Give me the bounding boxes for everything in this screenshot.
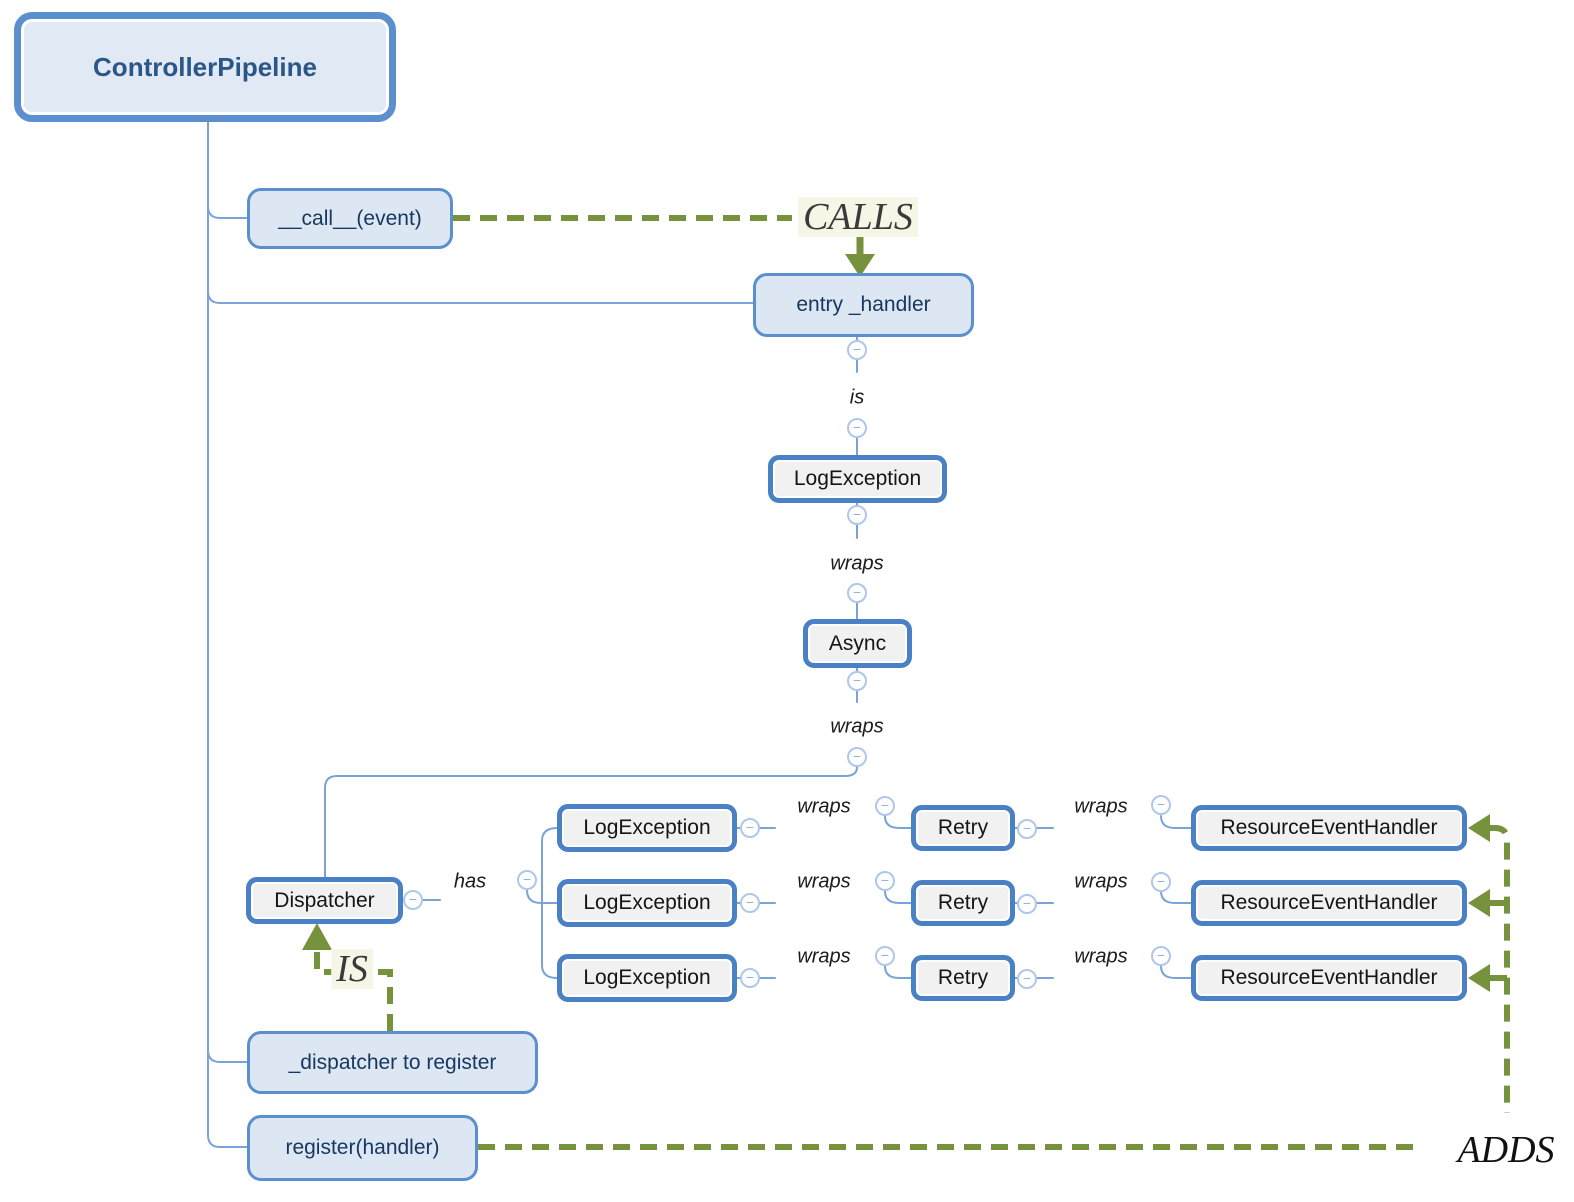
has-branch — [541, 827, 558, 979]
adds-vertical-dashed-line — [1490, 825, 1510, 1113]
collapse-toggle[interactable]: − — [1017, 894, 1037, 914]
has-stub — [526, 889, 558, 904]
edge-label-wraps: wraps — [830, 552, 884, 575]
relationship-label-is[interactable]: IS — [331, 949, 373, 989]
branch-entry-handler — [207, 290, 754, 304]
row-retry-node[interactable]: Retry — [911, 880, 1015, 926]
collapse-toggle[interactable]: − — [517, 870, 537, 890]
collapse-toggle[interactable]: − — [1017, 819, 1037, 839]
collapse-toggle[interactable]: − — [740, 893, 760, 913]
edge-label-wraps: wraps — [797, 870, 851, 893]
collapse-toggle[interactable]: − — [1151, 872, 1171, 892]
row-retry-node[interactable]: Retry — [911, 955, 1015, 1001]
root-node-controller-pipeline[interactable]: ControllerPipeline — [14, 12, 396, 122]
edge-label-wraps: wraps — [797, 945, 851, 968]
collapse-toggle[interactable]: − — [875, 871, 895, 891]
edge-label-wraps: wraps — [830, 715, 884, 738]
adds-arrowhead — [1468, 889, 1490, 917]
is-arrowhead — [302, 923, 332, 950]
relationship-label-adds[interactable]: ADDS — [1457, 1129, 1555, 1171]
calls-arrowhead — [845, 254, 875, 277]
edge-label-wraps: wraps — [1074, 870, 1128, 893]
row-log-exception-node[interactable]: LogException — [557, 804, 737, 852]
collapse-toggle[interactable]: − — [847, 418, 867, 438]
chain-to-dispatcher — [324, 766, 858, 878]
row-stub — [1160, 815, 1192, 829]
edge-label-wraps: wraps — [1074, 945, 1128, 968]
collapse-toggle[interactable]: − — [847, 671, 867, 691]
dispatcher-node[interactable]: Dispatcher — [246, 877, 403, 924]
register-handler-node[interactable]: register(handler) — [247, 1115, 478, 1181]
edge-label-wraps: wraps — [797, 795, 851, 818]
branch-call — [207, 205, 248, 219]
entry-handler-node[interactable]: entry _handler — [753, 273, 974, 337]
trunk-line — [207, 121, 248, 1148]
collapse-toggle[interactable]: − — [740, 968, 760, 988]
row-stub — [884, 890, 912, 904]
row-resource-event-handler-node[interactable]: ResourceEventHandler — [1191, 880, 1467, 926]
row-log-exception-node[interactable]: LogException — [557, 879, 737, 927]
collapse-toggle[interactable]: − — [847, 340, 867, 360]
edge-label-is: is — [849, 386, 865, 409]
call-event-node[interactable]: __call__(event) — [247, 188, 453, 249]
collapse-toggle[interactable]: − — [1151, 946, 1171, 966]
collapse-toggle[interactable]: − — [740, 818, 760, 838]
row-log-exception-node[interactable]: LogException — [557, 954, 737, 1002]
collapse-toggle[interactable]: − — [847, 505, 867, 525]
edge-label-wraps: wraps — [1074, 795, 1128, 818]
adds-arrowhead — [1468, 814, 1490, 842]
row-stub — [1160, 890, 1192, 904]
adds-arrowhead — [1468, 964, 1490, 992]
branch-dispatcher-field — [207, 1049, 248, 1063]
collapse-toggle[interactable]: − — [875, 946, 895, 966]
row-stub — [884, 815, 912, 829]
relationship-label-calls[interactable]: CALLS — [798, 197, 918, 237]
edge-label-has: has — [453, 870, 487, 893]
dispatcher-field-node[interactable]: _dispatcher to register — [247, 1031, 538, 1094]
collapse-toggle[interactable]: − — [875, 796, 895, 816]
collapse-toggle[interactable]: − — [847, 747, 867, 767]
collapse-toggle[interactable]: − — [847, 583, 867, 603]
collapse-toggle[interactable]: − — [1017, 969, 1037, 989]
collapse-toggle[interactable]: − — [1151, 795, 1171, 815]
calls-arrow-shaft — [856, 233, 864, 256]
row-stub — [884, 965, 912, 979]
row-stub — [1160, 965, 1192, 979]
async-node[interactable]: Async — [803, 619, 912, 668]
log-exception-node[interactable]: LogException — [768, 455, 947, 503]
row-resource-event-handler-node[interactable]: ResourceEventHandler — [1191, 955, 1467, 1001]
row-resource-event-handler-node[interactable]: ResourceEventHandler — [1191, 805, 1467, 851]
collapse-toggle[interactable]: − — [403, 890, 423, 910]
row-retry-node[interactable]: Retry — [911, 805, 1015, 851]
